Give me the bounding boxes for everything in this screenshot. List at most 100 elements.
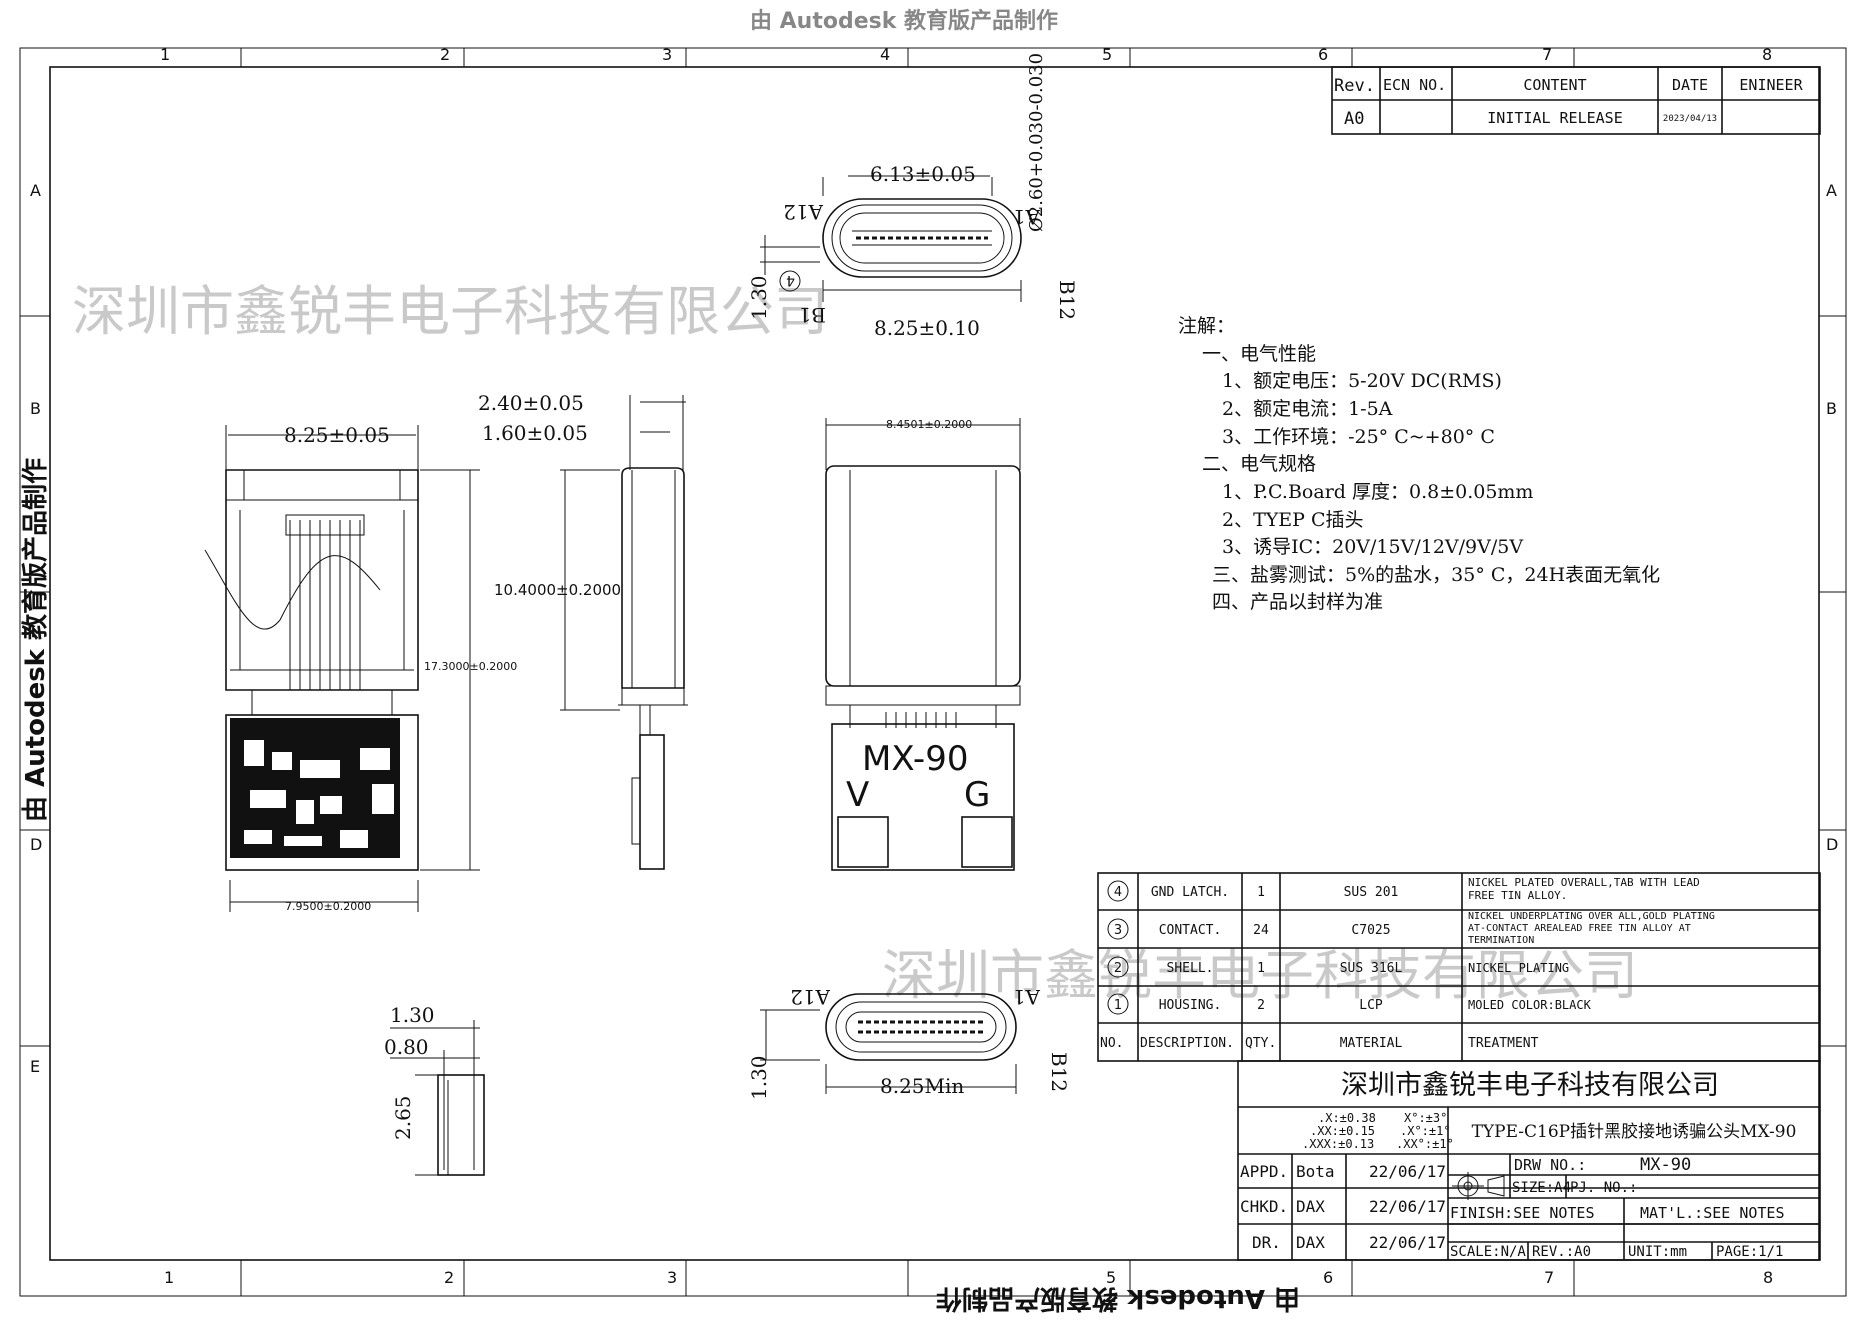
dim-top-dia: Ø2.60+0.030-0.030 [1026, 53, 1047, 232]
pcb-mark-g: G [964, 775, 990, 815]
pin-label-b12-top: B12 [1055, 280, 1079, 320]
note-line-1: 一、电气性能 [1202, 343, 1316, 365]
col-label-1: 1 [160, 45, 170, 64]
col-label-1-bottom: 1 [164, 1268, 174, 1287]
small-detail-view: 1.30 0.80 2.65 [384, 1003, 485, 1176]
col-label-5-bottom: 5 [1106, 1268, 1116, 1287]
pin-label-a1-bottom: A1 [1013, 985, 1041, 1009]
top-end-view: 6.13±0.05 8.25±0.10 1.30 4 A12 B1 A1 B12… [747, 53, 1079, 340]
dim-side-b: 1.60±0.05 [482, 421, 588, 445]
left-front-view: 8.25±0.05 7.9500±0.200 [204, 423, 517, 913]
dr-date: 22/06/17 [1369, 1233, 1446, 1252]
dim-total-len: 17.3000±0.2000 [424, 660, 517, 673]
ang-2: .X°:±1° [1400, 1124, 1451, 1138]
engineer-header: ENINEER [1739, 76, 1803, 94]
bom-table: 4 3 2 1 GND LATCH. CONTACT. SHELL. HOUSI… [1097, 872, 1821, 1062]
unit-label: UNIT:mm [1628, 1244, 1687, 1260]
rev-value: A0 [1344, 109, 1364, 129]
bom-row-1-no: 1 [1114, 998, 1122, 1013]
dim-small-a: 1.30 [390, 1003, 435, 1027]
dr-name: DAX [1296, 1233, 1325, 1252]
ang-1: X°:±3° [1404, 1111, 1447, 1125]
row-label-e: E [30, 1057, 40, 1076]
title-block: 深圳市鑫锐丰电子科技有限公司 .X:±0.38 .XX:±0.15 .XXX:±… [1237, 1060, 1821, 1261]
note-line-5: 二、电气规格 [1202, 453, 1316, 475]
bom-row-4-qty: 1 [1257, 885, 1265, 900]
watermark-bottom: 深圳市鑫锐丰电子科技有限公司 [882, 944, 1638, 1007]
circled-4-top: 4 [786, 272, 795, 288]
bom-row-2-material: SUS 316L [1340, 961, 1403, 976]
col-label-2-bottom: 2 [444, 1268, 454, 1287]
projection-symbol-icon [1452, 1172, 1505, 1200]
pj-no-label: PJ. NO.: [1570, 1180, 1637, 1196]
dim-side-len: 10.4000±0.2000 [494, 581, 621, 599]
drw-no-value: MX-90 [1640, 1155, 1691, 1175]
col-label-8-bottom: 8 [1763, 1268, 1773, 1287]
page-label: PAGE:1/1 [1716, 1244, 1783, 1260]
col-label-3-bottom: 3 [667, 1268, 677, 1287]
dim-bottom-height: 1.30 [747, 1055, 771, 1100]
dim-top-height: 1.30 [747, 275, 771, 320]
side-view: 2.40±0.05 1.60±0.05 10.4000±0.2000 [478, 391, 688, 870]
notes-title: 注解： [1178, 315, 1235, 337]
pin-label-b1-top: B1 [799, 303, 826, 327]
col-label-4: 4 [880, 45, 890, 64]
right-front-view: 8.4501±0.2000 MX-90 V G [825, 418, 1021, 871]
dim-side-a: 2.40±0.05 [478, 391, 584, 415]
bom-header-treatment: TREATMENT [1468, 1036, 1539, 1051]
dim-left-width: 8.25±0.05 [284, 423, 390, 447]
bom-row-1-treatment: MOLED COLOR:BLACK [1468, 998, 1592, 1012]
bom-row-4-desc: GND LATCH. [1151, 885, 1229, 900]
note-line-4: 3、工作环境：-25° C~+80° C [1222, 426, 1495, 448]
pin-label-a12-top: A12 [783, 200, 824, 224]
bom-row-1-desc: HOUSING. [1159, 998, 1222, 1013]
col-label-8: 8 [1762, 45, 1772, 64]
note-line-7: 2、TYEP C插头 [1222, 509, 1364, 531]
row-label-d-right: D [1826, 835, 1838, 854]
scale-label: SCALE:N/A [1450, 1244, 1526, 1260]
bom-header-desc: DESCRIPTION. [1140, 1036, 1234, 1051]
row-label-d: D [30, 835, 42, 854]
pcb-mark-v: V [846, 775, 869, 815]
col-label-6: 6 [1318, 45, 1328, 64]
bom-row-2-qty: 1 [1257, 961, 1265, 976]
date-header: DATE [1672, 76, 1708, 94]
col-label-7: 7 [1542, 45, 1552, 64]
bom-row-3-treatment-2: AT-CONTACT AREALEAD FREE TIN ALLOY AT [1468, 923, 1691, 934]
rev-header: Rev. [1334, 76, 1375, 96]
product-name: TYPE-C16P插针黑胶接地诱骗公头MX-90 [1472, 1122, 1797, 1142]
row-label-a: A [30, 181, 41, 200]
note-line-9: 三、盐雾测试：5%的盐水，35° C，24H表面无氧化 [1212, 564, 1660, 586]
tol-3: .XXX:±0.13 [1302, 1137, 1374, 1151]
revision-table: Rev. ECN NO. CONTENT DATE ENINEER A0 INI… [1331, 66, 1821, 135]
bom-row-3-qty: 24 [1253, 923, 1269, 938]
watermark-top: 深圳市鑫锐丰电子科技有限公司 [72, 280, 828, 343]
col-label-2: 2 [440, 45, 450, 64]
bom-header-material: MATERIAL [1340, 1036, 1403, 1051]
size-label: SIZE:A4 [1512, 1180, 1571, 1196]
autodesk-stamp-bottom: 由 Autodesk 教育版产品制作 [936, 1283, 1300, 1314]
row-label-a-right: A [1826, 181, 1837, 200]
drawing-frame: 1 2 3 4 5 6 7 8 1 2 3 5 6 7 8 A B D E A … [19, 45, 1847, 1297]
finish-label: FINISH:SEE NOTES [1450, 1204, 1595, 1222]
bom-row-4-treatment-2: FREE TIN ALLOY. [1468, 889, 1567, 902]
appd-name: Bota [1296, 1162, 1335, 1181]
chkd-name: DAX [1296, 1197, 1325, 1216]
bom-row-4-treatment-1: NICKEL PLATED OVERALL,TAB WITH LEAD [1468, 876, 1700, 889]
note-line-3: 2、额定电流：1-5A [1222, 398, 1393, 420]
bom-row-3-material: C7025 [1351, 923, 1390, 938]
bom-row-1-material: LCP [1359, 998, 1383, 1013]
col-label-7-bottom: 7 [1544, 1268, 1554, 1287]
company-name: 深圳市鑫锐丰电子科技有限公司 [1341, 1070, 1719, 1101]
dim-small-c: 2.65 [391, 1095, 415, 1140]
bottom-end-view: A12 A1 B12 1.30 8.25Min [747, 985, 1071, 1100]
note-line-8: 3、诱导IC：20V/15V/12V/9V/5V [1222, 536, 1523, 558]
autodesk-stamp-top: 由 Autodesk 教育版产品制作 [750, 8, 1058, 34]
pcb-model-text: MX-90 [862, 739, 968, 779]
dim-pcb-width: 7.9500±0.2000 [285, 900, 371, 913]
dim-top-total: 8.25±0.10 [874, 316, 980, 340]
col-label-3: 3 [662, 45, 672, 64]
content-value: INITIAL RELEASE [1487, 109, 1622, 127]
note-line-10: 四、产品以封样为准 [1212, 591, 1383, 613]
